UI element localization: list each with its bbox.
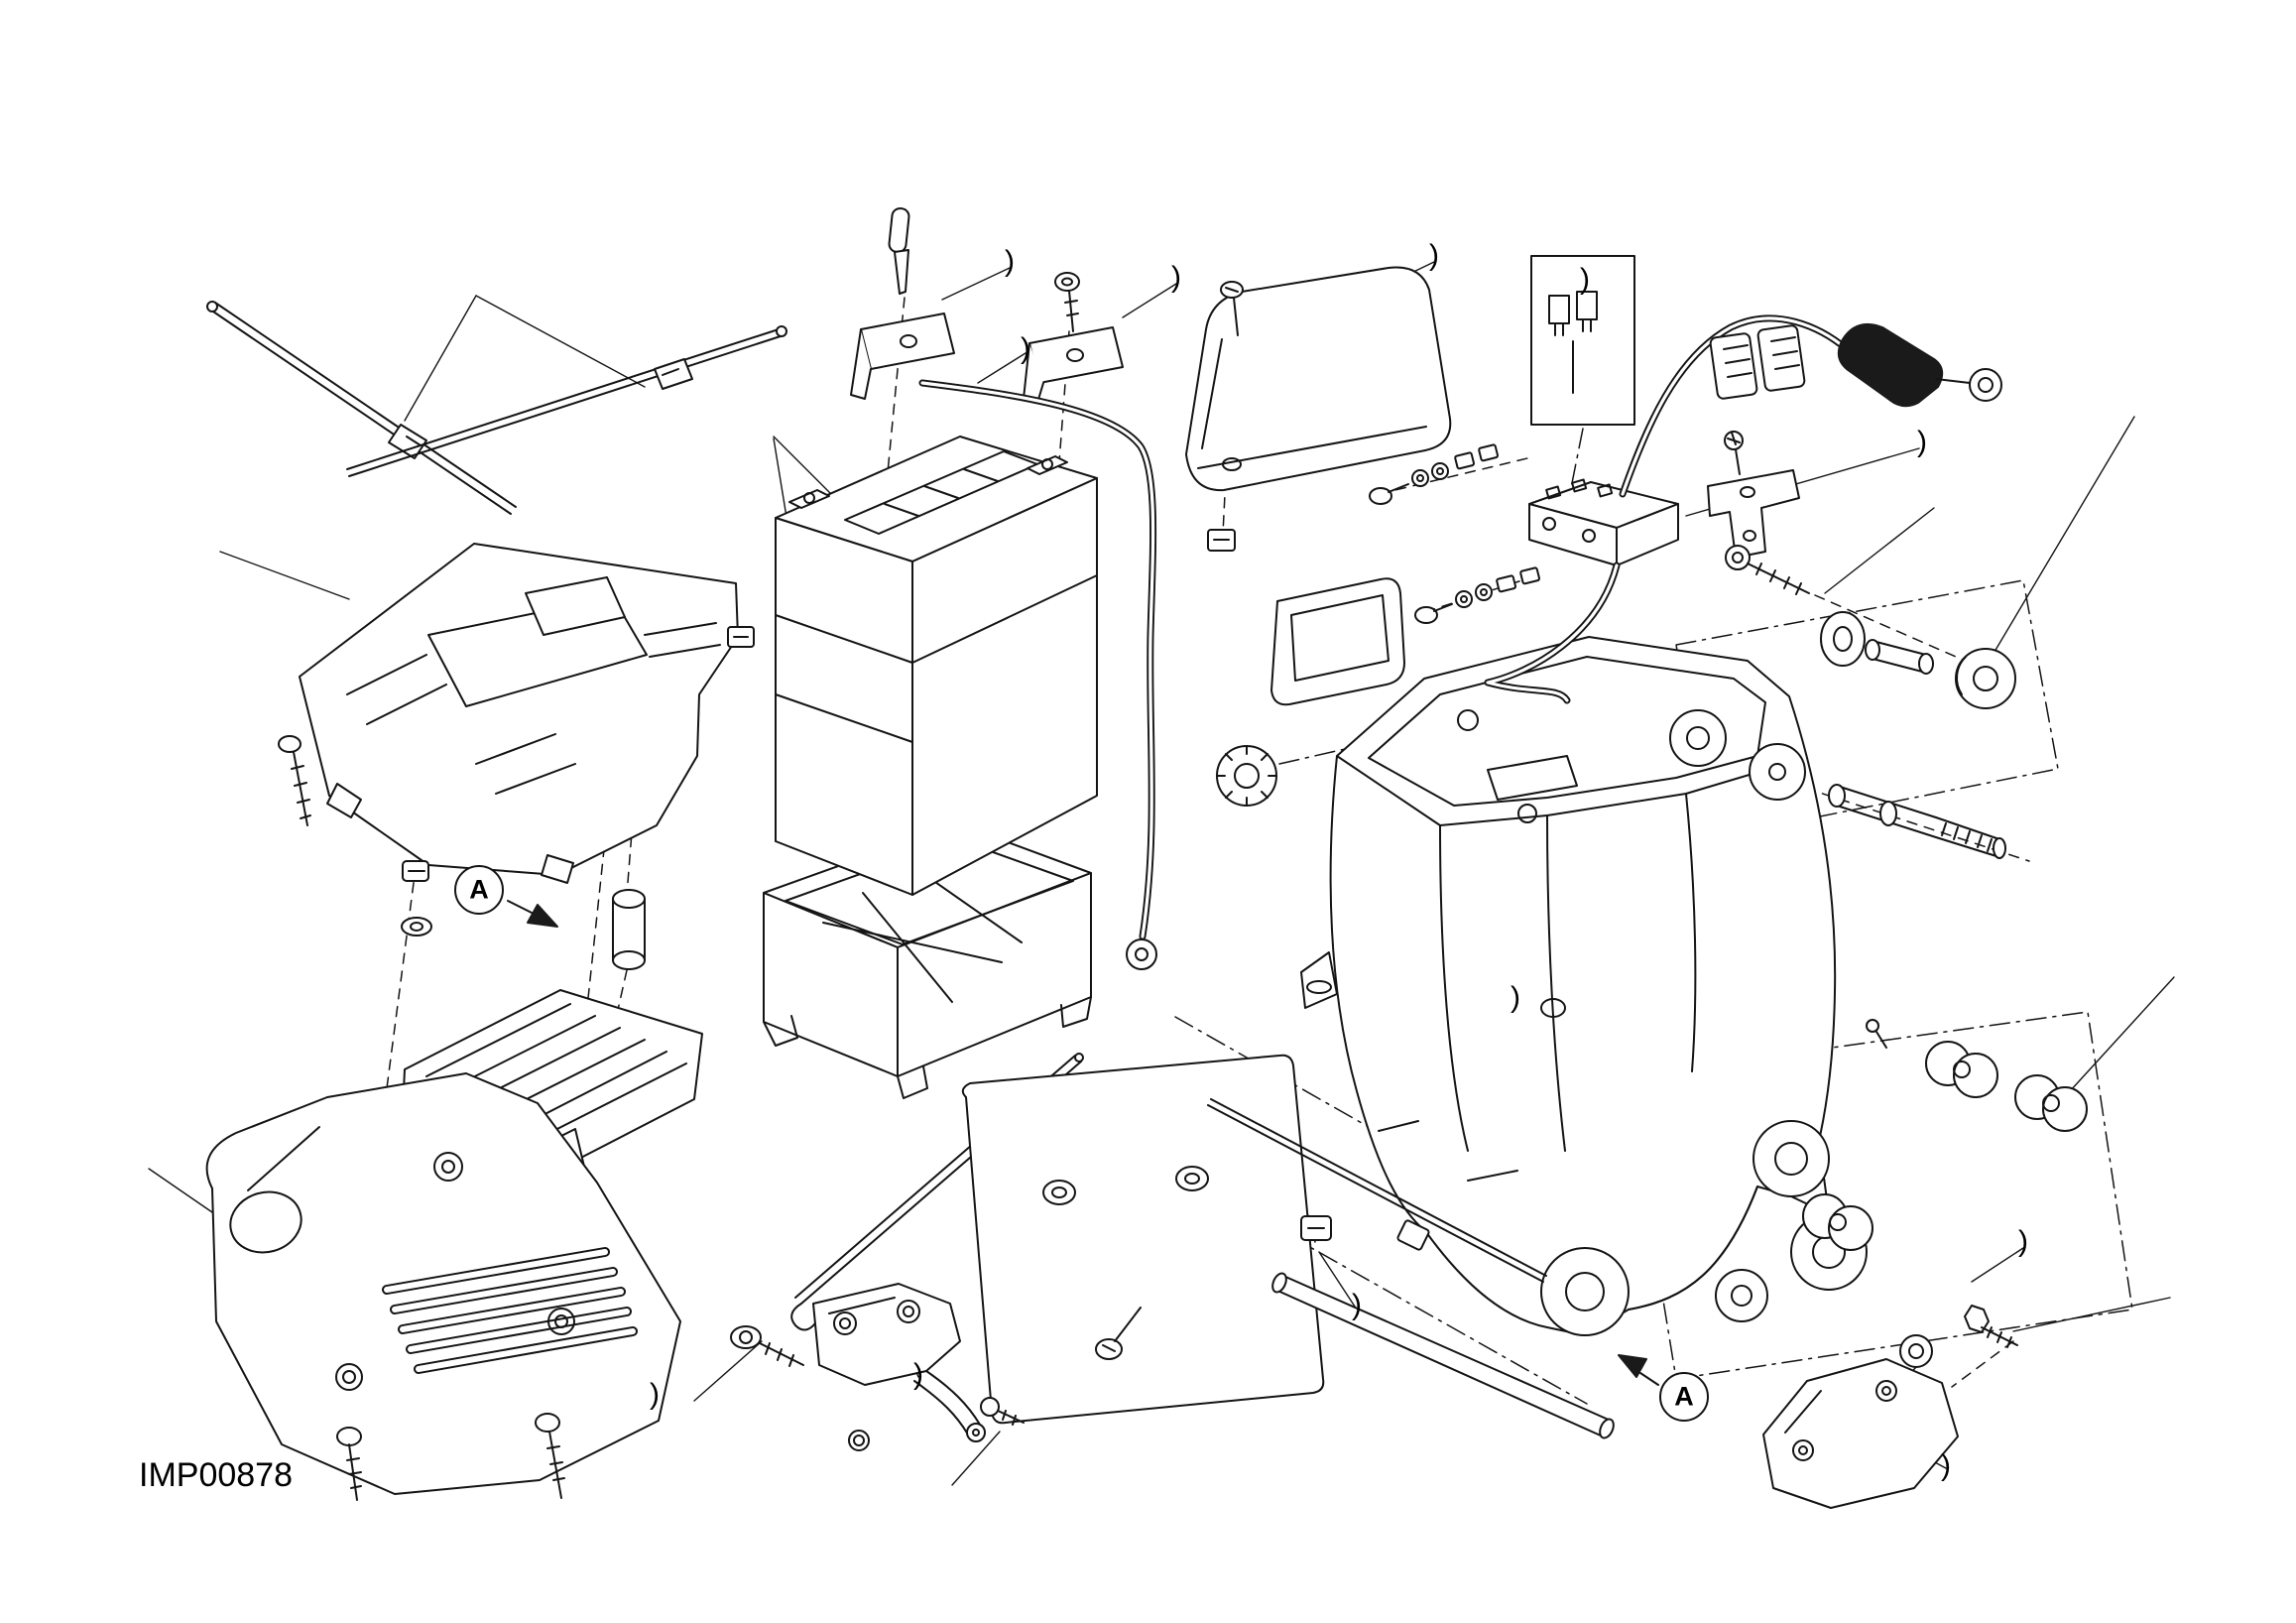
round-grommet <box>1216 745 1277 807</box>
rubber-roller-2 <box>2014 1074 2088 1132</box>
battery-clip <box>727 626 755 648</box>
callout-mark: ) <box>1021 332 1030 365</box>
spacer-sleeve <box>1865 639 1934 675</box>
solenoid-wire <box>1484 562 1621 704</box>
stud-bolt <box>980 1397 1025 1426</box>
callout-mark: ) <box>1917 426 1927 458</box>
tray-screw <box>278 735 311 826</box>
battery-terminal-bracket-right <box>1023 326 1124 404</box>
detail-marker-a-label: A <box>1674 1381 1694 1412</box>
battery-tray <box>299 543 739 884</box>
callout-mark: ) <box>650 1378 660 1411</box>
support-tube <box>1271 1272 1615 1439</box>
rubber-grommet-lower <box>1715 1269 1768 1322</box>
cable-clamp <box>1300 1215 1332 1241</box>
support-plate <box>961 1054 1325 1425</box>
rubber-grommet-large <box>1955 648 2016 709</box>
positive-battery-cable <box>918 379 1157 970</box>
solenoid-fastener-set-lower <box>1414 566 1541 624</box>
callout-mark: ) <box>913 1358 923 1391</box>
rear-bracket <box>1762 1358 1959 1509</box>
lever-arm <box>913 1370 986 1442</box>
starter-solenoid <box>1528 478 1679 566</box>
small-pin <box>1866 1019 1887 1049</box>
socket-bolt <box>730 1325 804 1367</box>
holder-screw <box>1724 431 1744 475</box>
rear-washer <box>1899 1334 1933 1368</box>
tray-washer <box>401 917 432 936</box>
rubber-roller-3 <box>1802 1193 1873 1251</box>
callout-mark: ) <box>1352 1289 1362 1321</box>
connector-detail-box <box>1530 255 1635 426</box>
rear-bolt <box>1964 1305 2018 1348</box>
threaded-spindle <box>1828 784 2006 859</box>
callout-mark: ) <box>1941 1449 1951 1482</box>
solenoid-fastener-set-upper <box>1369 443 1500 505</box>
solenoid-rubber-cover <box>1270 577 1405 706</box>
diagram-code: IMP00878 <box>139 1456 293 1494</box>
pivot-bracket <box>812 1283 961 1386</box>
cable-tie-lower <box>1207 1098 1547 1283</box>
regulator-guard-bracket <box>205 1072 681 1495</box>
detail-marker-a-label: A <box>469 874 489 905</box>
tray-clip <box>402 860 429 882</box>
callout-mark: ) <box>1429 239 1439 272</box>
detail-marker-right <box>1618 1354 1709 1422</box>
callout-mark: ) <box>1511 981 1520 1014</box>
terminal-screw <box>1054 272 1080 332</box>
protection-cover <box>1185 266 1452 492</box>
detail-marker-left <box>454 865 558 928</box>
rubber-roller-1 <box>1925 1041 1998 1098</box>
mount-screw <box>1725 545 1810 595</box>
guard-screw-right <box>535 1413 565 1499</box>
battery-holder <box>1300 636 1868 1336</box>
guard-screw-left <box>336 1427 362 1501</box>
ground-cable-with-boot <box>1619 314 2002 498</box>
battery <box>775 436 1098 896</box>
callout-mark: ) <box>1005 245 1015 278</box>
flat-washer <box>1749 743 1806 801</box>
callout-mark: ) <box>2018 1225 2028 1258</box>
lock-nut <box>848 1430 870 1451</box>
battery-terminal-bracket-left <box>850 312 955 400</box>
holder-l-bracket <box>1707 469 1800 559</box>
cable-tie-upper-2 <box>346 325 787 477</box>
fuse-holders <box>1709 324 1806 400</box>
callout-mark: ) <box>1580 263 1590 296</box>
callout-mark: ) <box>1171 261 1181 294</box>
cover-clip <box>1207 529 1236 552</box>
plate-screw <box>1095 1307 1142 1360</box>
thumb-screw <box>888 207 910 295</box>
cable-tie-upper-1 <box>206 301 517 515</box>
spacer-bushing <box>612 889 646 970</box>
cover-screw <box>1220 281 1244 336</box>
rubber-grommet-small <box>1820 611 1866 667</box>
